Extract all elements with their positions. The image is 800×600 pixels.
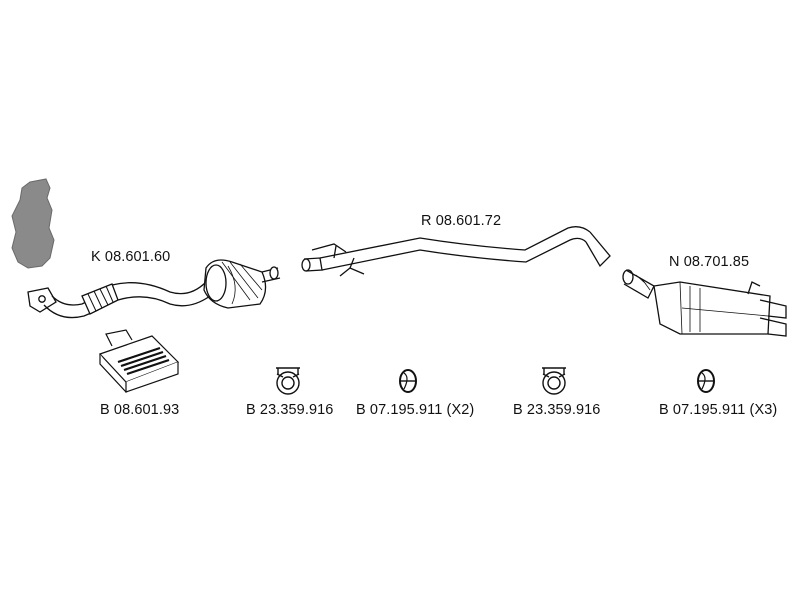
- label-ring-x2: B 07.195.911 (X2): [356, 402, 475, 418]
- vehicle-silhouette-icon: [11, 178, 55, 269]
- rear-muffler: [622, 269, 787, 337]
- label-mount-kit: B 08.601.93: [100, 402, 180, 418]
- ring-icon-2: [697, 369, 715, 393]
- label-rear-muffler: N 08.701.85: [669, 254, 750, 270]
- label-front-pipe-catalyst: K 08.601.60: [91, 249, 171, 265]
- label-clamp-1: B 23.359.916: [246, 402, 334, 418]
- mounting-kit-box: [98, 329, 180, 393]
- label-ring-x3: B 07.195.911 (X3): [659, 402, 778, 418]
- ring-icon-1: [399, 369, 417, 393]
- label-clamp-2: B 23.359.916: [513, 402, 601, 418]
- clamp-icon-1: [276, 367, 300, 395]
- label-middle-pipe: R 08.601.72: [421, 213, 502, 229]
- front-pipe-catalyst: [27, 259, 281, 319]
- middle-pipe: [301, 226, 611, 277]
- clamp-icon-2: [542, 367, 566, 395]
